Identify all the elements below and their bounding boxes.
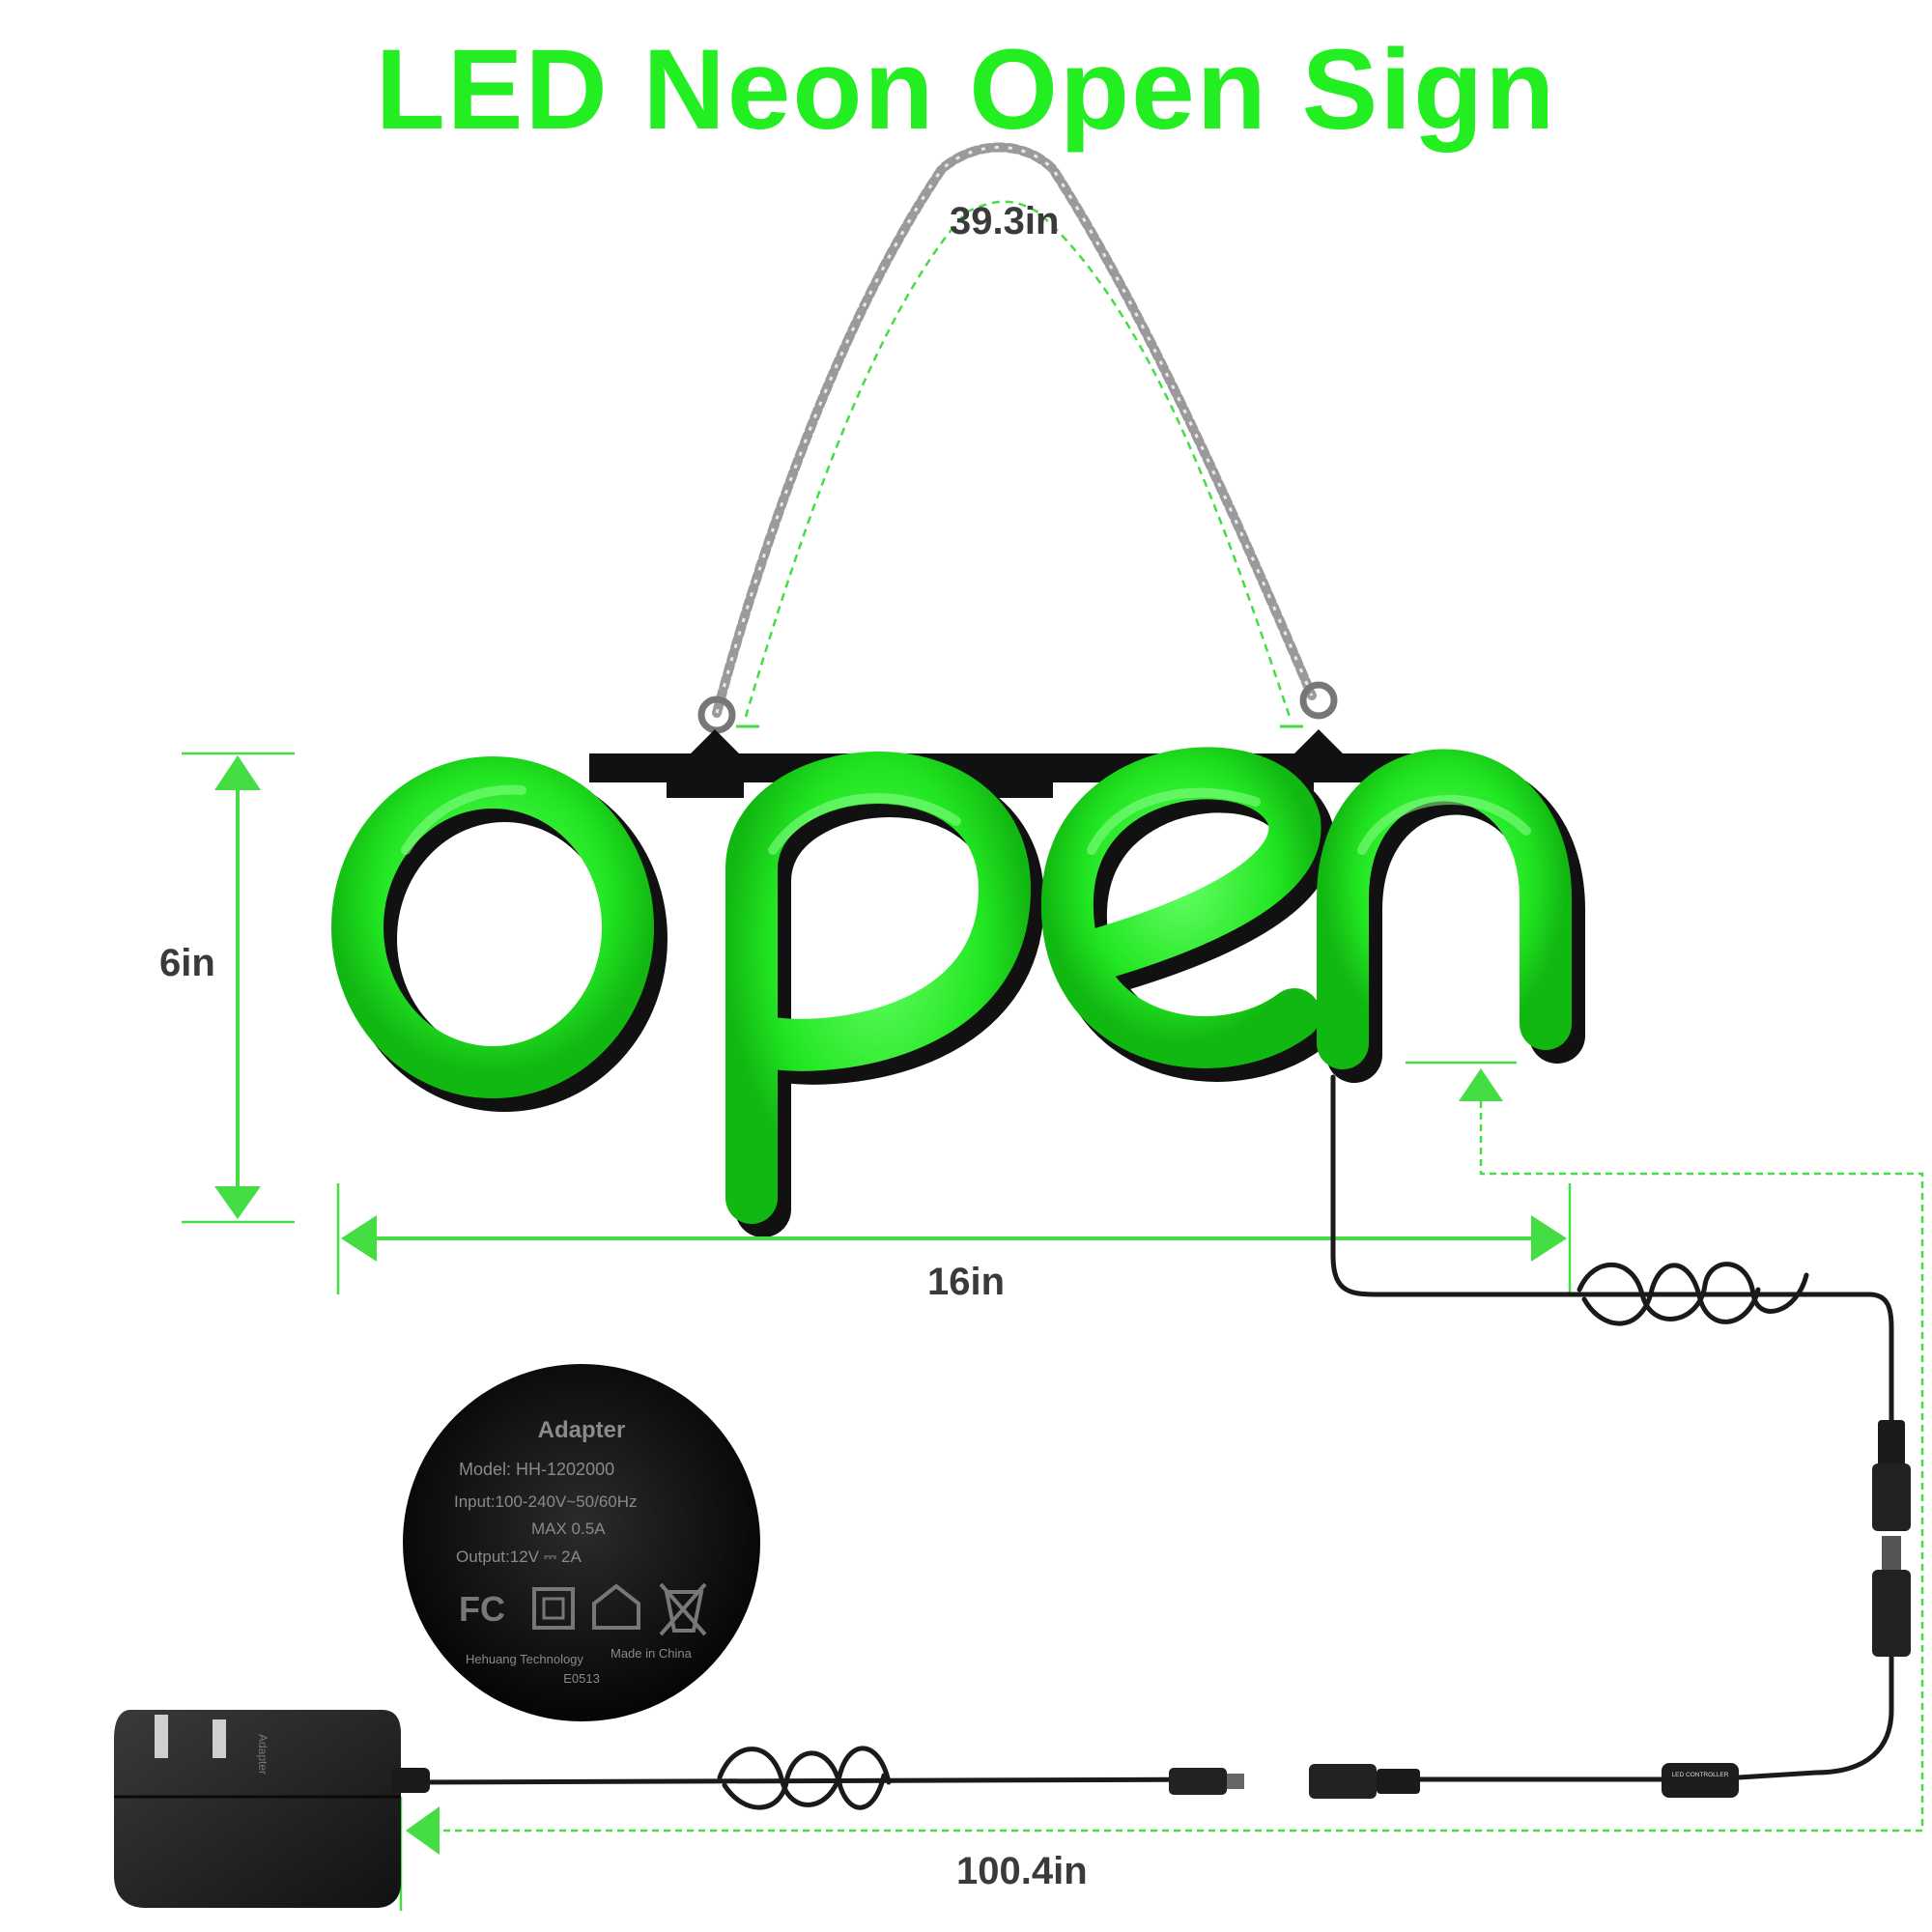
ring-right xyxy=(1299,681,1338,720)
height-dimension xyxy=(182,752,295,1224)
adapter-heading: Adapter xyxy=(538,1417,626,1443)
height-label: 6in xyxy=(159,942,215,984)
plug-prong-right xyxy=(213,1719,226,1758)
letter-e xyxy=(1040,747,1321,1068)
neon-letters xyxy=(331,747,1585,1237)
adapter-output: Output:12V ⎓ 2A xyxy=(456,1548,582,1566)
adapter-origin: Made in China xyxy=(611,1646,693,1661)
weee-bin-icon xyxy=(659,1582,707,1636)
letter-o xyxy=(331,756,654,1098)
cable-dimension xyxy=(399,1061,1924,1911)
cable-length-label: 100.4in xyxy=(956,1850,1088,1892)
indoor-use-icon xyxy=(592,1583,640,1630)
dc-male-connector-horizontal xyxy=(1169,1768,1244,1795)
width-label: 16in xyxy=(927,1261,1006,1303)
chain-length-label: 39.3in xyxy=(950,200,1060,242)
adapter-model: Model: HH-1202000 xyxy=(459,1460,614,1479)
double-insulation-icon xyxy=(532,1587,575,1630)
power-cable xyxy=(403,1074,1894,1810)
letter-p xyxy=(725,752,1031,1224)
controller-label: LED CONTROLLER xyxy=(1672,1772,1729,1778)
dc-female-connector-vertical xyxy=(1872,1420,1911,1531)
dc-female-connector-horizontal xyxy=(1309,1764,1420,1799)
adapter-label-closeup: Adapter Model: HH-1202000 Input:100-240V… xyxy=(403,1364,760,1721)
plug-prong-left xyxy=(155,1715,168,1758)
adapter-maker: Hehuang Technology xyxy=(466,1652,583,1666)
dc-male-connector-vertical xyxy=(1872,1536,1911,1657)
fc-mark: FC xyxy=(459,1589,505,1629)
hanging-chain xyxy=(712,142,1317,718)
power-adapter: Adapter xyxy=(114,1710,430,1908)
adapter-side-label: Adapter xyxy=(256,1734,270,1775)
page-title: LED Neon Open Sign xyxy=(375,26,1557,154)
width-dimension xyxy=(336,1183,1572,1294)
adapter-input: Input:100-240V~50/60Hz xyxy=(454,1492,638,1511)
ring-left xyxy=(697,696,736,734)
letter-n xyxy=(1317,749,1572,1069)
led-controller: LED CONTROLLER xyxy=(1662,1763,1739,1798)
adapter-max: MAX 0.5A xyxy=(531,1520,606,1538)
adapter-code: E0513 xyxy=(563,1671,600,1686)
